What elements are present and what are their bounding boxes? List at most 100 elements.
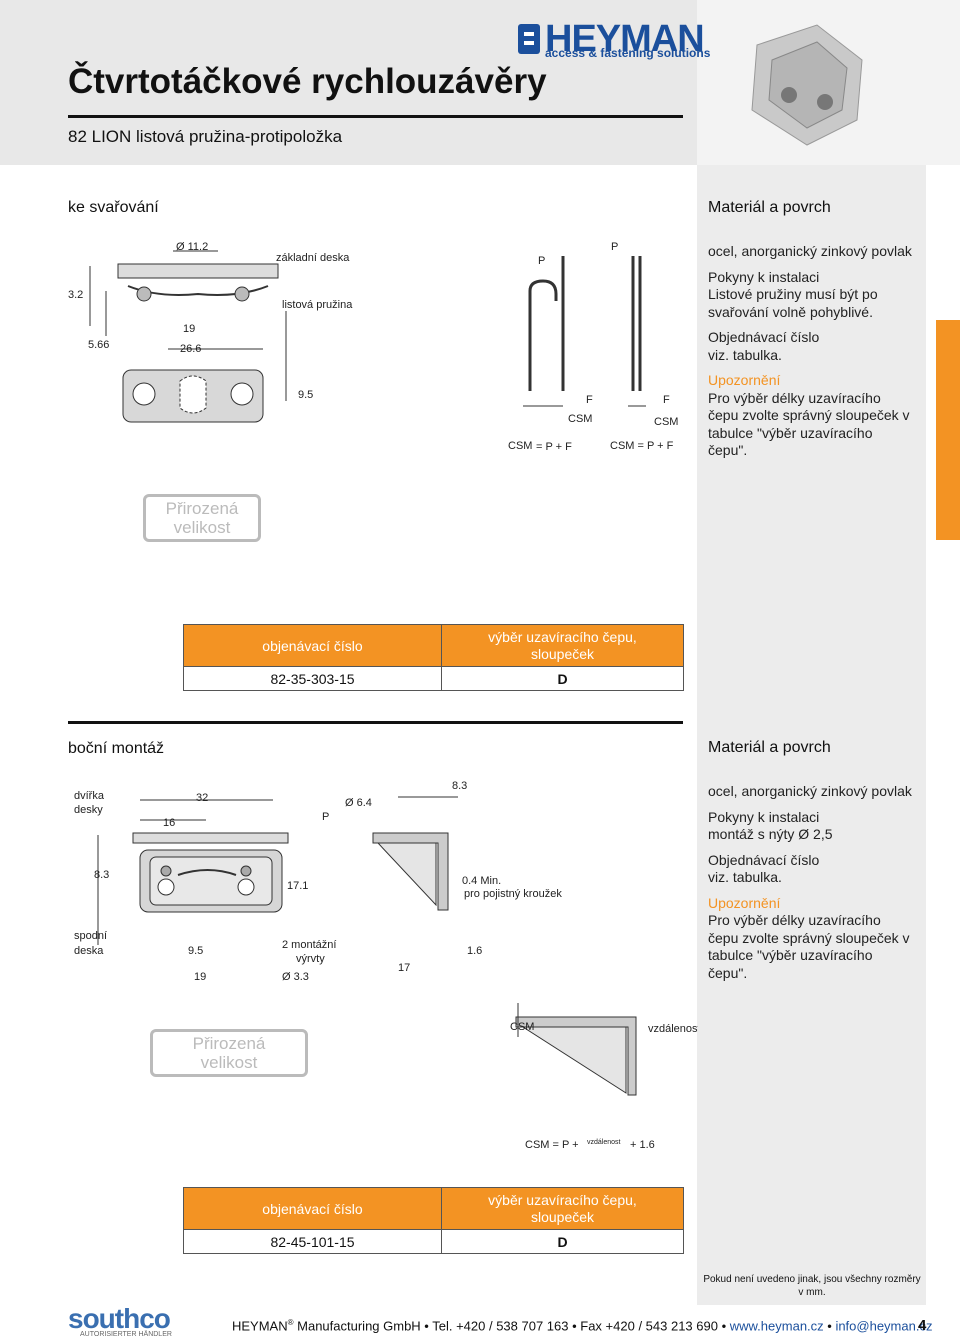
dim-label: 3.2: [68, 289, 83, 301]
email-link[interactable]: info@heyman.cz: [835, 1318, 933, 1334]
dim-label: desky: [74, 804, 103, 816]
dim-label: dvířka: [74, 790, 105, 802]
divider: [68, 115, 683, 118]
dim-label: CSM: [510, 1021, 534, 1033]
install-text: Listové pružiny musí být po svařování vo…: [708, 286, 878, 320]
order-header-column: výběr uzavíracího čepu, sloupeček: [441, 1187, 684, 1230]
dim-label: CSM: [568, 413, 592, 425]
order-header-part: objenávací číslo: [183, 1187, 442, 1230]
material-text: ocel, anorganický zinkový povlak: [708, 783, 912, 799]
formula-label: CSM = P +: [525, 1139, 579, 1151]
warning-text: Pro výběr délky uzavíracího čepu zvolte …: [708, 389, 910, 459]
section-tab: [936, 320, 960, 540]
dim-label: F: [663, 394, 670, 406]
dim-label: P: [322, 811, 329, 823]
footer-company: HEYMAN: [232, 1318, 288, 1334]
formula-label: + 1.6: [630, 1139, 655, 1151]
order-title: Objednávací číslo: [708, 851, 820, 868]
header-line: sloupeček: [530, 1208, 595, 1225]
footer-note: Pokud není uvedeno jinak, jsou všechny r…: [703, 1274, 921, 1298]
warning-text: Pro výběr délky uzavíracího čepu zvolte …: [708, 912, 910, 981]
dim-label: vzdálenost: [648, 1023, 698, 1035]
dim-label: Ø 11.2: [176, 241, 208, 253]
brand-name: HEYMAN: [545, 18, 705, 60]
dim-label: listová pružina: [282, 299, 353, 311]
order-header-part: objenávací číslo: [183, 624, 442, 667]
page-number: 4: [918, 1317, 927, 1334]
dim-label: 17.1: [287, 880, 308, 892]
dim-label: deska: [74, 945, 104, 957]
dim-label: 32: [196, 792, 208, 804]
section1-info: ocel, anorganický zinkový povlak Pokyny …: [708, 243, 913, 460]
section2-drawing: dvířka desky 32 16 P Ø 6.4 8.3 8.3 17.1 …: [74, 780, 698, 1151]
order-part-number: 82-35-303-15: [183, 666, 442, 691]
dim-label: spodní: [74, 930, 107, 942]
product-photo-area: [697, 0, 960, 165]
dim-label: 1.6: [467, 945, 482, 957]
dim-label: 19: [194, 971, 206, 983]
header-line: výběr uzavíracího čepu,: [488, 1191, 637, 1208]
registered-mark: ®: [287, 1318, 294, 1327]
section2-title: boční montáž: [68, 740, 165, 757]
page-subtitle: 82 LION listová pružina-protipoložka: [68, 127, 343, 146]
section1-title: ke svařování: [68, 199, 159, 216]
dim-label: 26.6: [180, 343, 201, 355]
section1-drawing: Ø 11.2 základní deska listová pružina 3.…: [68, 241, 678, 453]
dim-label: Ø 3.3: [282, 971, 309, 983]
dim-label: 19: [183, 323, 195, 335]
header-line: sloupeček: [530, 645, 595, 662]
install-text: montáž s nýty Ø 2,5: [708, 826, 833, 842]
dim-label: základní deska: [276, 252, 350, 264]
partner-subtitle: AUTORISIERTER HÄNDLER: [80, 1331, 172, 1338]
order-table: objenávací číslo výběr uzavíracího čepu,…: [183, 624, 684, 691]
header-line: výběr uzavíracího čepu,: [488, 628, 637, 645]
install-title: Pokyny k instalaci: [708, 268, 820, 285]
dim-label: P: [538, 255, 545, 267]
dim-label: pro pojistný kroužek: [464, 888, 562, 900]
dim-label: Ø 6.4: [345, 797, 372, 809]
order-table: objenávací číslo výběr uzavíracího čepu,…: [183, 1187, 684, 1254]
material-text: ocel, anorganický zinkový povlak: [708, 243, 912, 259]
stamp-line: Přirozená: [192, 1034, 266, 1053]
order-part-number: 82-45-101-15: [183, 1229, 442, 1254]
dim-label: 8.3: [94, 869, 109, 881]
order-text: viz. tabulka.: [708, 869, 782, 885]
section2-info: ocel, anorganický zinkový povlak Pokyny …: [708, 783, 913, 982]
brand-tagline: access & fastening solutions: [545, 46, 711, 60]
dim-label: 8.3: [452, 780, 467, 792]
order-column-value: D: [441, 666, 684, 691]
natural-size-stamp: Přirozená velikost: [150, 1029, 308, 1077]
footer-sep: •: [823, 1318, 836, 1334]
partner-logo: southco: [68, 1303, 171, 1334]
dim-label: výrvty: [296, 953, 325, 965]
stamp-line: Přirozená: [165, 499, 239, 518]
divider: [68, 721, 683, 724]
dim-label: 17: [398, 962, 410, 974]
formula-label: = P + F: [536, 441, 572, 453]
order-column-value: D: [441, 1229, 684, 1254]
website-link[interactable]: www.heyman.cz: [729, 1318, 824, 1334]
warning-title: Upozornění: [708, 894, 781, 911]
stamp-line: velikost: [173, 518, 231, 537]
order-header-column: výběr uzavíracího čepu, sloupeček: [441, 624, 684, 667]
section1-material-title: Materiál a povrch: [708, 199, 831, 216]
formula-label: vzdálenost: [587, 1139, 621, 1146]
dim-label: 16: [163, 817, 175, 829]
formula-label: CSM = P + F: [610, 440, 674, 452]
footer-line: Manufacturing GmbH • Tel. +420 / 538 707…: [293, 1318, 730, 1334]
section2-material-title: Materiál a povrch: [708, 739, 831, 756]
formula-label: CSM: [508, 440, 532, 452]
brand-logo-icon: [518, 22, 544, 61]
dim-label: 9.5: [188, 945, 203, 957]
header-band: [0, 0, 697, 165]
footer-contact: HEYMAN® Manufacturing GmbH • Tel. +420 /…: [232, 1318, 932, 1333]
dim-label: 9.5: [298, 389, 313, 401]
dim-label: P: [611, 241, 618, 253]
info-column: [697, 165, 926, 1305]
natural-size-stamp: Přirozená velikost: [143, 494, 261, 542]
product-photo-icon: [751, 24, 863, 146]
order-title: Objednávací číslo: [708, 329, 820, 345]
install-title: Pokyny k instalaci: [708, 808, 820, 825]
page-title: Čtvrtotáčkové rychlouzávěry: [68, 62, 547, 101]
stamp-line: velikost: [200, 1053, 258, 1072]
